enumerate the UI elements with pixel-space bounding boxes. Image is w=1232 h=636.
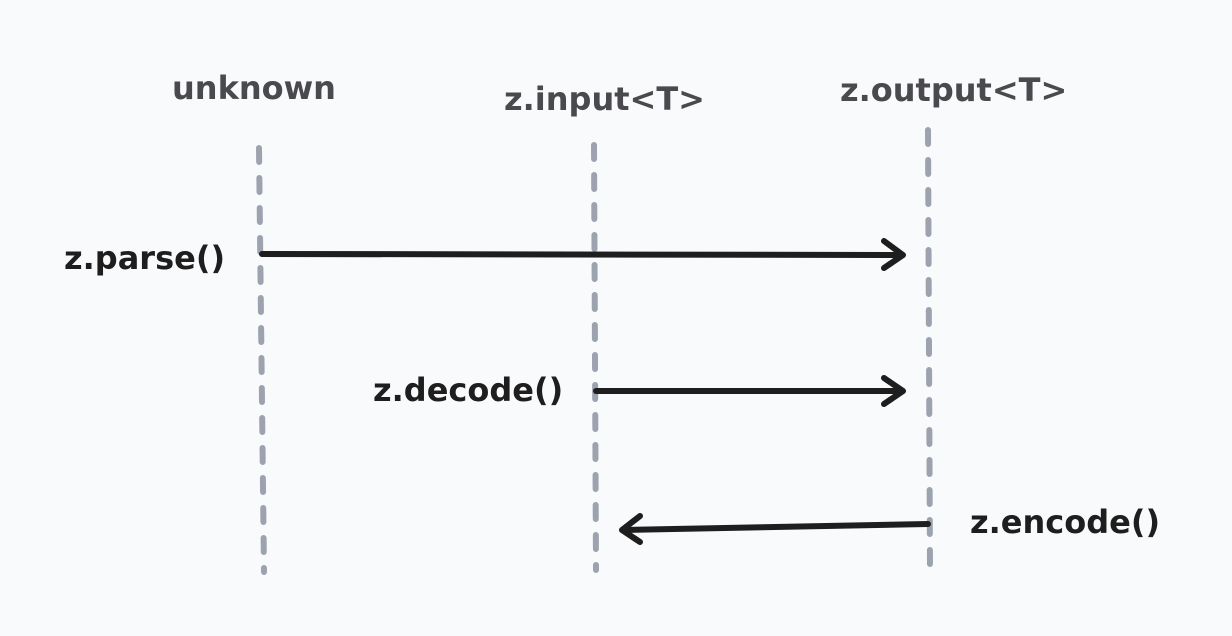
lifeline-output bbox=[925, 127, 933, 575]
lifeline-input bbox=[591, 142, 599, 573]
encode-label: z.encode() bbox=[970, 503, 1161, 541]
parse-arrow bbox=[259, 238, 906, 271]
lane-label-output: z.output<T> bbox=[840, 71, 1068, 109]
decode-arrow bbox=[593, 375, 906, 407]
decode-label: z.decode() bbox=[373, 371, 564, 409]
parse-label: z.parse() bbox=[64, 239, 226, 277]
encode-arrow bbox=[619, 513, 931, 545]
lane-label-input: z.input<T> bbox=[504, 80, 705, 118]
lane-label-unknown: unknown bbox=[172, 69, 336, 107]
lifeline-unknown bbox=[256, 145, 267, 575]
